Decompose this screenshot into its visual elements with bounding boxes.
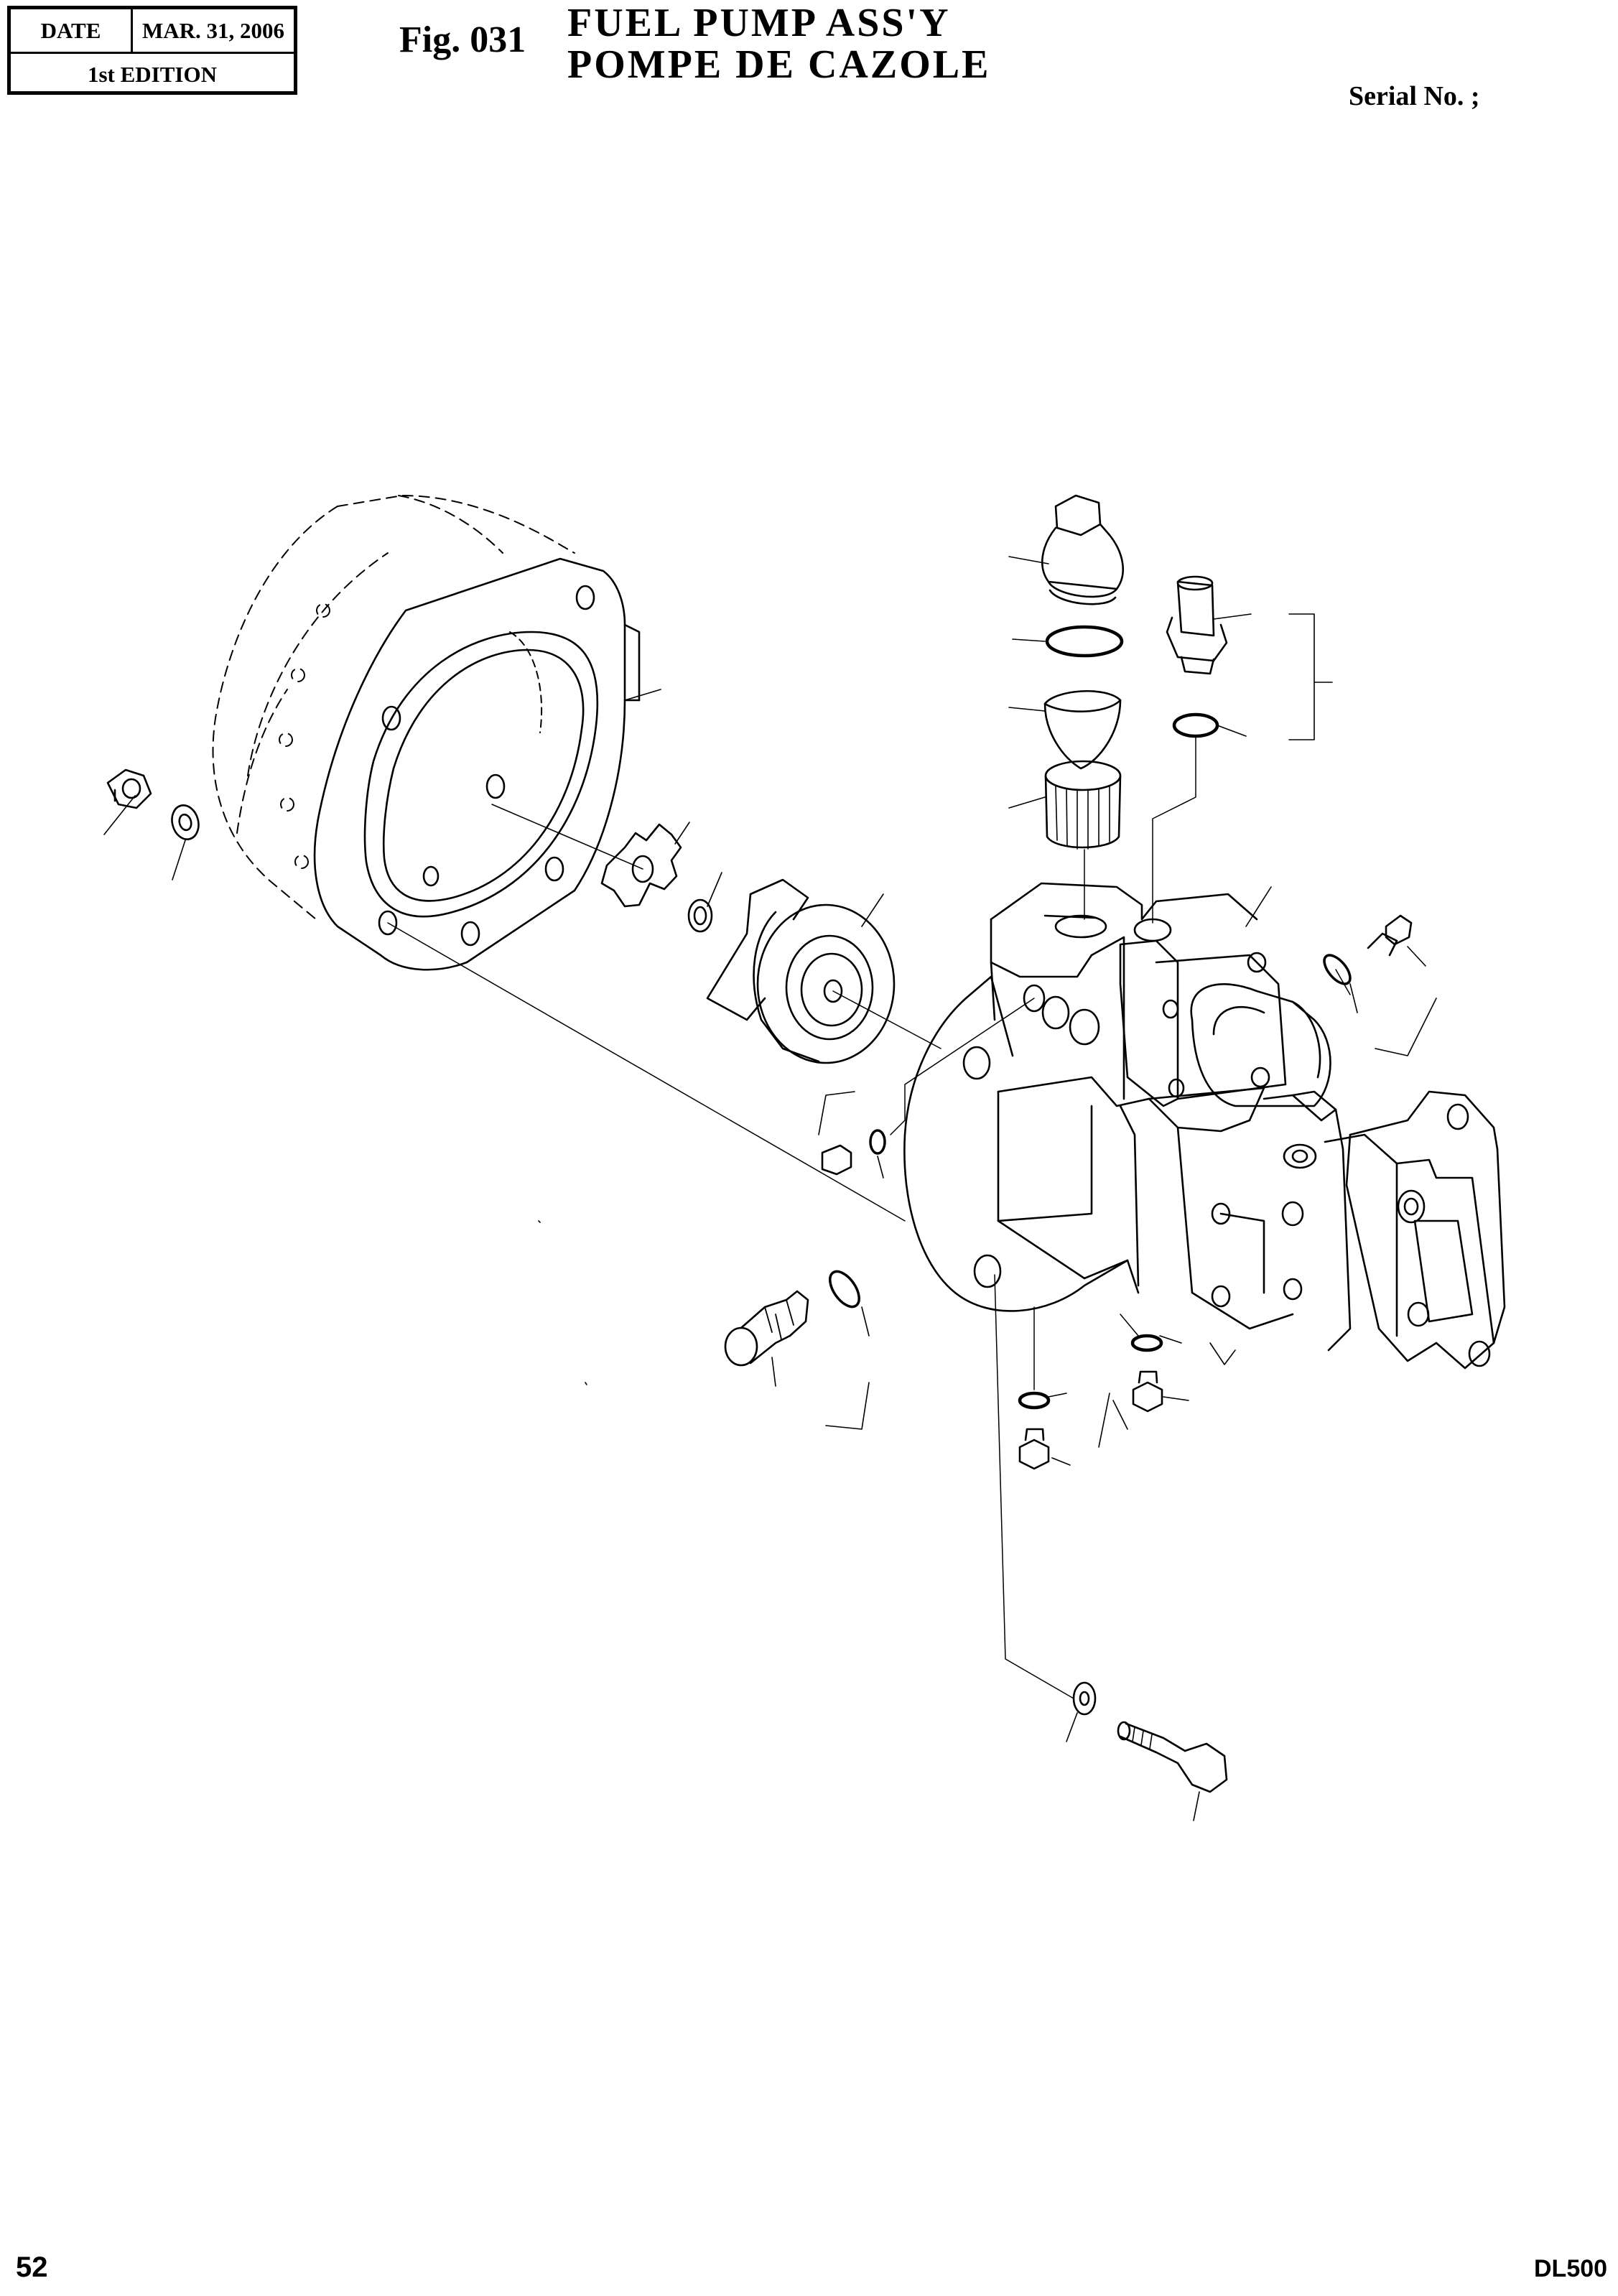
coupling-spider — [602, 824, 681, 906]
top-o-ring — [1047, 627, 1122, 656]
serial-number-label: Serial No. ; — [1349, 81, 1480, 111]
hose-nipple-fitting — [1167, 577, 1227, 674]
callout-leaders — [104, 557, 1436, 1821]
gear-pump-section — [1264, 1092, 1397, 1350]
figure-number: Fig. 031 — [399, 19, 526, 60]
pump-mounting-flange — [904, 977, 1128, 1311]
mounting-washer — [1074, 1683, 1095, 1714]
adapter-flange — [315, 559, 639, 970]
page-number: 52 — [16, 2251, 48, 2283]
coupling-ring — [689, 900, 712, 931]
mounting-bolt — [1118, 1722, 1227, 1792]
top-cone — [1045, 691, 1120, 768]
right-o-ring — [1319, 951, 1354, 988]
title-english: FUEL PUMP ASS'Y — [567, 1, 951, 45]
bottom-plug-left — [1020, 1429, 1049, 1469]
edition-label: 1st EDITION — [87, 61, 217, 87]
bottom-o-ring-right — [1133, 1336, 1161, 1350]
pump-rear-cover — [1347, 1092, 1505, 1368]
assembly-leader-lines — [388, 736, 1350, 1698]
left-small-plug — [822, 1145, 851, 1174]
right-bleed-screw — [1368, 916, 1411, 955]
flange-nut — [108, 770, 151, 808]
top-cap-nut — [1042, 496, 1122, 604]
solenoid-valve — [1120, 941, 1331, 1106]
bottom-plug-right — [1133, 1372, 1162, 1411]
pump-main-body — [998, 1077, 1303, 1329]
pump-top-block — [991, 883, 1257, 1099]
coupling-hub — [707, 880, 894, 1063]
flange-washer — [168, 802, 202, 842]
title-french: POMPE DE CAZOLE — [567, 42, 991, 87]
top-filter — [1046, 761, 1120, 849]
engine-housing-phantom — [213, 496, 575, 919]
bottom-o-ring-left — [1020, 1393, 1049, 1408]
inlet-o-ring — [824, 1266, 865, 1311]
left-small-o-ring — [870, 1130, 885, 1153]
date-label: DATE — [11, 9, 133, 52]
date-row: DATE MAR. 31, 2006 — [11, 9, 294, 54]
inlet-union-fitting — [725, 1291, 808, 1365]
model-name: DL500 — [1534, 2255, 1608, 2282]
fitting-o-ring — [1174, 715, 1217, 736]
date-value: MAR. 31, 2006 — [141, 17, 285, 43]
date-edition-box: DATE MAR. 31, 2006 1st EDITION — [7, 6, 297, 95]
